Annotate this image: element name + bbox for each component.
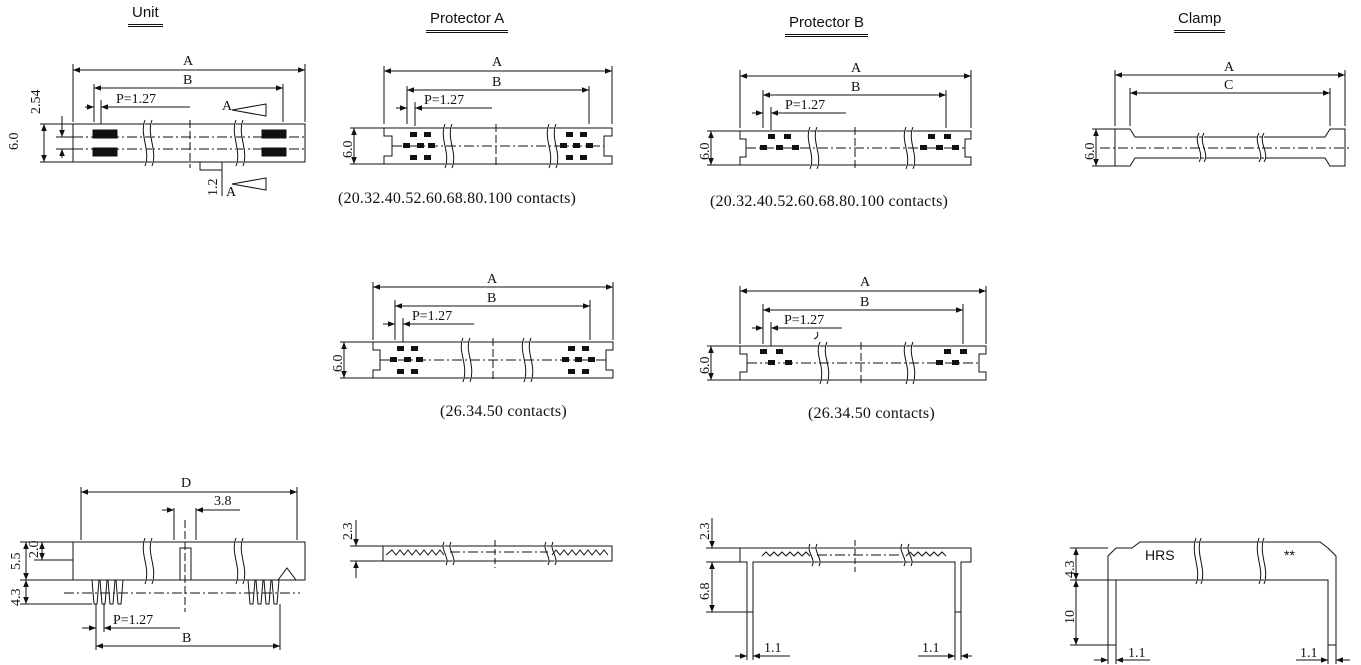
pb2-dim-a: A [860, 275, 871, 290]
unit-side-view [20, 487, 306, 650]
clamp-dim-a: A [1224, 60, 1235, 75]
unit-side-dim-b: B [182, 631, 191, 646]
unit-dim-a: A [183, 54, 194, 69]
clamp-dim-c: C [1224, 78, 1233, 93]
pa2-dim-pitch: P=1.27 [412, 309, 452, 324]
heading-protector-b: Protector B [785, 14, 869, 37]
pb-side-dim-23: 2.3 [698, 523, 713, 541]
clamp-dim-height: 6.0 [1083, 143, 1098, 161]
pb1-dim-a: A [851, 61, 862, 76]
pa2-dim-height: 6.0 [331, 355, 346, 373]
pa2-dim-a: A [487, 272, 498, 287]
unit-side-dim-38: 3.8 [214, 494, 232, 509]
unit-section-a-top: A [222, 99, 233, 114]
unit-side-dim-43: 4.3 [9, 589, 24, 607]
pa1-dim-b: B [492, 75, 501, 90]
heading-unit: Unit [128, 4, 163, 27]
caption-protector-a-row2: (26.34.50 contacts) [440, 403, 567, 420]
caption-protector-a-row1: (20.32.40.52.60.68.80.100 contacts) [338, 190, 577, 207]
unit-dim-pitch: P=1.27 [116, 92, 156, 107]
clamp-side-view [1070, 537, 1350, 664]
clamp-top-view [1092, 70, 1352, 167]
heading-clamp: Clamp [1174, 10, 1226, 33]
pb-side-dim-11-right: 1.1 [922, 641, 940, 656]
clamp-hrs-mark: HRS [1145, 547, 1175, 563]
heading-protector-a: Protector A [426, 10, 509, 33]
unit-side-dim-20: 2.0 [27, 541, 42, 559]
pa1-dim-height: 6.0 [341, 141, 356, 159]
unit-side-dim-d: D [181, 476, 191, 491]
pb1-dim-height: 6.0 [698, 143, 713, 161]
pa1-dim-pitch: P=1.27 [424, 93, 464, 108]
unit-section-a-bottom: A [226, 185, 237, 200]
pb1-dim-pitch: P=1.27 [785, 98, 825, 113]
protector-b-side-view [706, 518, 972, 660]
unit-dim-b: B [183, 73, 192, 88]
pb2-dim-b: B [860, 295, 869, 310]
protector-a-side-view [350, 520, 613, 578]
protector-b-top-view-1 [707, 70, 972, 170]
protector-a-top-view-1 [350, 66, 613, 169]
pa-side-dim-23: 2.3 [341, 523, 356, 541]
pb-side-dim-11-left: 1.1 [764, 641, 782, 656]
unit-side-dim-pitch: P=1.27 [113, 613, 153, 628]
clamp-stars-mark: ** [1284, 547, 1295, 563]
caption-protector-b-row2: (26.34.50 contacts) [808, 405, 935, 422]
unit-dim-height: 6.0 [7, 133, 22, 151]
clamp-side-dim-10: 10 [1063, 610, 1078, 624]
protector-b-top-view-2 [707, 286, 987, 385]
unit-side-dim-55: 5.5 [9, 553, 24, 571]
pb2-dim-height: 6.0 [698, 357, 713, 375]
clamp-side-dim-43: 4.3 [1063, 561, 1078, 579]
pb2-dim-pitch: P=1.27 [784, 313, 824, 328]
pb1-dim-b: B [851, 80, 860, 95]
pa1-dim-a: A [492, 55, 503, 70]
clamp-side-dim-11-right: 1.1 [1300, 646, 1318, 661]
unit-dim-12: 1.2 [206, 179, 221, 197]
pb-side-dim-68: 6.8 [698, 583, 713, 601]
unit-dim-254: 2.54 [29, 90, 44, 115]
clamp-side-dim-11-left: 1.1 [1128, 646, 1146, 661]
caption-protector-b-row1: (20.32.40.52.60.68.80.100 contacts) [710, 193, 949, 210]
pa2-dim-b: B [487, 291, 496, 306]
protector-a-top-view-2 [340, 282, 614, 383]
unit-top-view [40, 64, 306, 196]
